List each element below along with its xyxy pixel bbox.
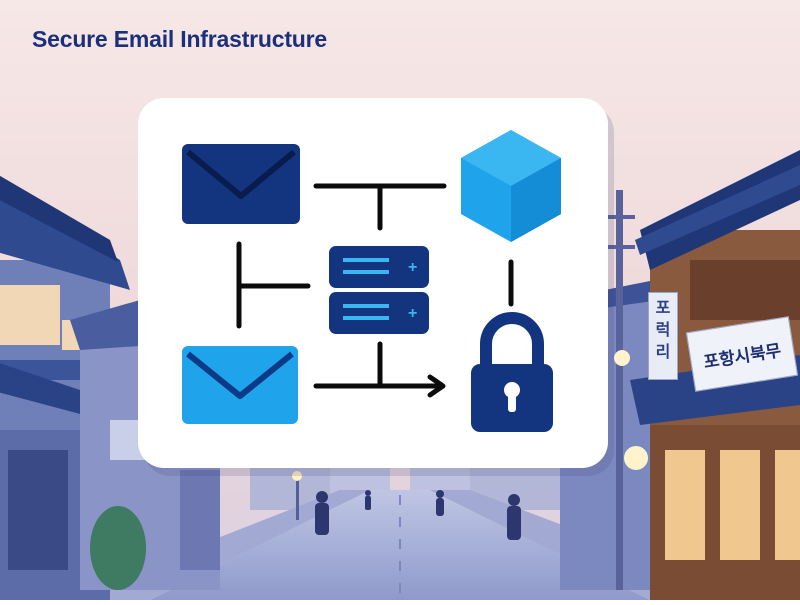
street-lamp-right — [624, 446, 648, 470]
bush — [90, 506, 146, 590]
page-title: Secure Email Infrastructure — [32, 26, 327, 52]
utility-pole — [605, 190, 635, 590]
vertical-sign-text: 포 럭 리 — [655, 298, 671, 361]
infrastructure-diagram-card: + + — [138, 98, 608, 468]
vertical-shop-sign: 포 럭 리 — [648, 292, 678, 380]
hanging-lamp — [614, 350, 630, 366]
svg-text:+: + — [408, 259, 417, 276]
hexagon-cube-icon — [461, 130, 561, 242]
padlock-icon — [471, 312, 553, 432]
infrastructure-diagram: + + — [182, 130, 561, 432]
envelope-navy-icon — [182, 144, 300, 224]
street-lamp-left — [292, 471, 302, 520]
horizontal-sign-text: 포항시북무 — [702, 340, 783, 373]
server-stack-icon: + + — [329, 246, 429, 334]
arrow-right-icon — [313, 374, 446, 398]
svg-text:+: + — [408, 305, 417, 322]
envelope-light-icon — [182, 346, 298, 424]
pedestrians — [315, 490, 521, 540]
connectors — [236, 183, 514, 389]
